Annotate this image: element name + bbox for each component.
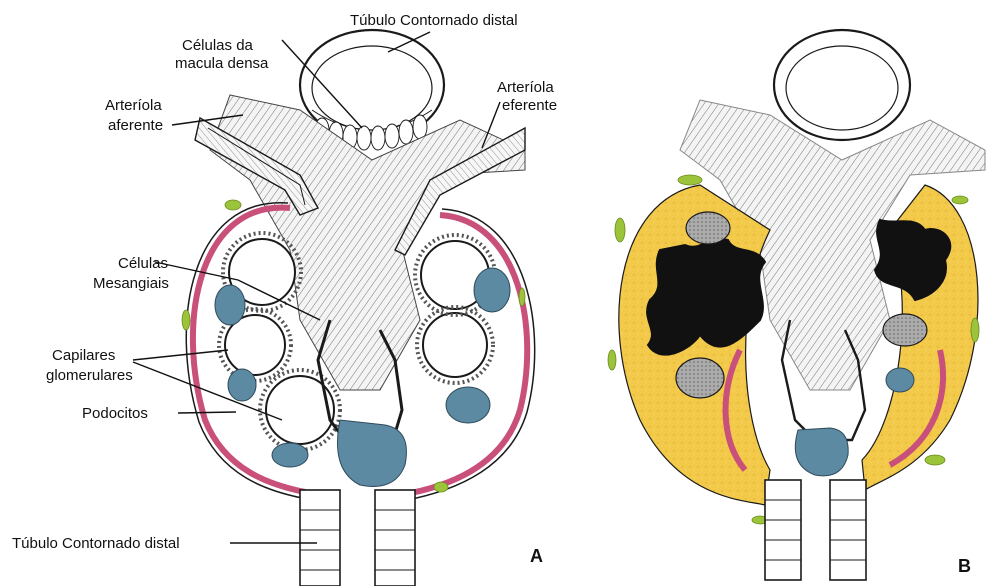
panel-a-figure [182, 30, 535, 586]
label-tubulo-top: Túbulo Contornado distal [350, 12, 518, 29]
label-arteriola-aferente-2: aferente [108, 117, 163, 134]
label-macula-line1: Células da [182, 37, 254, 54]
panel-letter-a: A [530, 546, 543, 566]
leader-capilares-1 [133, 350, 228, 360]
label-mesangiais-2: Mesangiais [93, 275, 169, 292]
label-macula-line2: macula densa [175, 55, 269, 72]
label-arteriola-eferente-1: Arteríola [497, 79, 554, 96]
label-podocitos: Podocitos [82, 405, 148, 422]
label-arteriola-aferente-1: Arteríola [105, 97, 162, 114]
panel-b-figure [608, 30, 985, 580]
label-arteriola-eferente-2: eferente [502, 97, 557, 114]
label-tubulo-bottom: Túbulo Contornado distal [12, 535, 180, 552]
label-capilares-1: Capilares [52, 347, 115, 364]
label-capilares-2: glomerulares [46, 367, 133, 384]
panel-letter-b: B [958, 556, 971, 576]
leader-podocitos [178, 412, 236, 413]
